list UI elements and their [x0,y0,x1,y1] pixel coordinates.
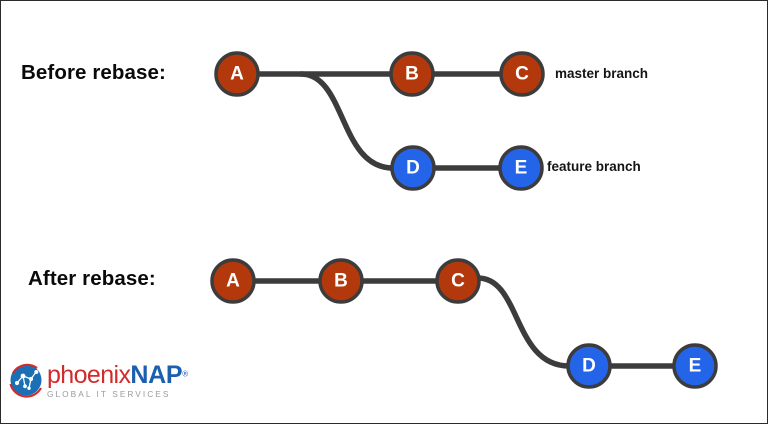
node-circle[interactable] [499,51,545,97]
node-circle[interactable] [389,51,435,97]
node-circle[interactable] [498,145,544,191]
node-label: A [230,64,244,85]
before-rebase-diagram: A B C D E [214,51,545,191]
node-before-c[interactable]: C [499,51,545,97]
node-label: E [689,356,702,377]
node-before-a[interactable]: A [214,51,260,97]
phoenixnap-logo[interactable]: phoenixNAP® GLOBAL IT SERVICES [7,359,192,405]
node-circle[interactable] [566,343,612,389]
node-label: D [406,158,420,179]
after-rebase-title: After rebase: [28,267,156,290]
node-circle[interactable] [210,258,256,304]
logo-registered-mark: ® [182,369,189,379]
logo-word-phoenix: phoenix [47,361,131,389]
node-circle[interactable] [672,343,718,389]
after-rebase-diagram: A B C D E [210,258,718,389]
globe-network-icon [9,363,42,398]
node-label: D [582,356,596,377]
feature-branch-label: feature branch [547,159,641,174]
node-label: A [226,271,240,292]
node-label: C [515,64,529,85]
node-label: B [405,64,419,85]
node-after-c[interactable]: C [435,258,481,304]
logo-word-nap: NAP [130,361,183,389]
edge-before-a-d [298,71,396,171]
node-before-e[interactable]: E [498,145,544,191]
node-after-a[interactable]: A [210,258,256,304]
edge-after-c-d [475,275,572,369]
node-before-d[interactable]: D [390,145,436,191]
master-branch-label: master branch [555,66,649,81]
before-rebase-edges [257,71,502,171]
node-label: B [334,271,348,292]
node-label: C [451,271,465,292]
node-circle[interactable] [390,145,436,191]
after-rebase-edges [253,275,675,369]
node-after-e[interactable]: E [672,343,718,389]
node-circle[interactable] [214,51,260,97]
node-after-b[interactable]: B [318,258,364,304]
node-label: E [515,158,528,179]
node-circle[interactable] [318,258,364,304]
before-rebase-title: Before rebase: [21,61,166,84]
logo-wordmark: phoenixNAP® GLOBAL IT SERVICES [47,363,192,401]
node-circle[interactable] [435,258,481,304]
logo-tagline: GLOBAL IT SERVICES [47,389,171,399]
node-after-d[interactable]: D [566,343,612,389]
node-before-b[interactable]: B [389,51,435,97]
